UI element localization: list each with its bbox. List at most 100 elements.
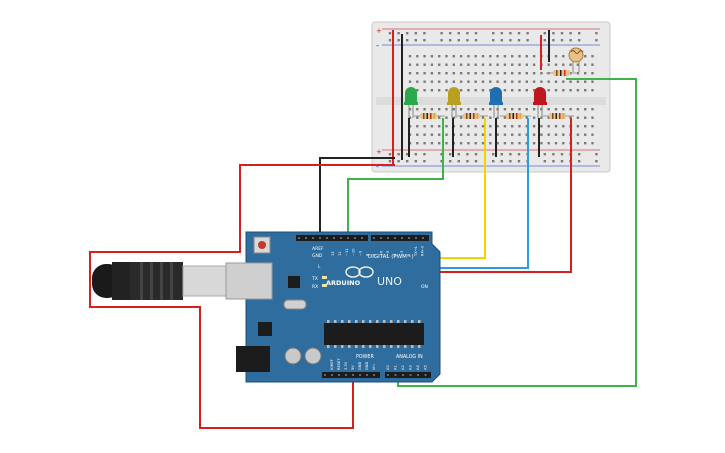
hole: [562, 108, 565, 111]
rail-hole: [500, 153, 503, 156]
hole: [569, 89, 572, 92]
pin-label: 4: [393, 253, 397, 256]
rail-hole: [440, 39, 443, 42]
pin-label: TX→1: [414, 246, 418, 257]
hole: [474, 63, 477, 66]
digital-header-right[interactable]: [371, 235, 429, 241]
analog-header[interactable]: [385, 372, 431, 378]
hole: [489, 72, 492, 75]
hole: [525, 116, 528, 119]
terminal-holes: [408, 55, 594, 145]
rail-hole: [569, 32, 572, 35]
hole: [467, 142, 470, 145]
hole: [430, 72, 434, 75]
hole: [591, 55, 594, 58]
hole: [540, 72, 543, 75]
hole: [576, 108, 580, 111]
hole: [445, 63, 448, 66]
pin-label: 3.3V: [344, 361, 348, 370]
rail-hole: [595, 160, 598, 163]
hole: [518, 63, 521, 66]
rail-hole: [397, 153, 400, 156]
wire-ground[interactable]: [319, 157, 395, 236]
rail-hole: [552, 32, 555, 35]
rail-hole: [560, 32, 564, 35]
hole: [445, 89, 448, 92]
pin-label: A4: [416, 365, 420, 370]
power-header[interactable]: [322, 372, 380, 378]
photoresistor[interactable]: [568, 47, 584, 72]
hole: [423, 108, 426, 111]
rail-hole: [406, 160, 409, 163]
usb-jack: [225, 262, 273, 300]
resistor-3[interactable]: [500, 113, 531, 119]
hole: [562, 55, 565, 58]
hole: [496, 72, 499, 75]
usb-cable[interactable]: [92, 262, 228, 300]
rail-hole: [517, 39, 521, 42]
rail-hole: [440, 32, 443, 35]
pin-label: A5: [424, 365, 428, 370]
hole: [554, 142, 558, 145]
rail-hole: [517, 153, 521, 156]
hole: [532, 125, 536, 128]
rail-hole: [509, 160, 512, 163]
hole: [547, 80, 550, 83]
hole: [540, 116, 543, 119]
pin-label: Vin: [372, 364, 376, 370]
rail-hole: [474, 153, 478, 156]
hole: [547, 133, 550, 136]
hole: [591, 142, 594, 145]
hole: [547, 108, 550, 111]
led-blue[interactable]: [489, 87, 503, 118]
hole: [423, 80, 426, 83]
led-green[interactable]: [404, 87, 418, 118]
hole: [481, 89, 485, 92]
power-jack: [236, 346, 270, 372]
hole: [416, 55, 419, 58]
hole: [547, 142, 550, 145]
resistor-2[interactable]: [457, 113, 488, 119]
hole: [452, 108, 455, 111]
rail-hole: [466, 39, 469, 42]
hole: [489, 63, 492, 66]
led-red[interactable]: [533, 87, 547, 118]
hole: [525, 89, 528, 92]
analog-label: ANALOG IN: [396, 354, 423, 360]
rail-hole: [509, 39, 512, 42]
hole: [584, 116, 587, 119]
pin-label: IOREF: [330, 359, 334, 370]
rail-hole: [474, 39, 478, 42]
hole: [503, 89, 507, 92]
hole: [452, 63, 455, 66]
pin-label: ~3: [400, 251, 404, 256]
model-label: UNO: [377, 275, 402, 288]
rail-hole: [517, 160, 521, 163]
pin-label: RESET: [337, 358, 341, 370]
led-yellow[interactable]: [447, 87, 461, 118]
arduino-uno-board[interactable]: DIGITAL (PWM~) AREF GND ARDUINO UNO POWE…: [225, 231, 441, 383]
hole: [445, 80, 448, 83]
hole: [584, 133, 587, 136]
hole: [511, 142, 514, 145]
rail-hole: [423, 153, 426, 156]
resistor-4[interactable]: [543, 113, 574, 119]
hole: [547, 63, 550, 66]
ldr-resistor[interactable]: [546, 70, 576, 76]
hole: [489, 89, 492, 92]
rail-hole: [552, 39, 555, 42]
wire-power-5v[interactable]: [89, 164, 395, 429]
rx-led: [322, 284, 327, 287]
usb-connector: [182, 265, 228, 297]
resistor-1[interactable]: [414, 113, 445, 119]
wire-green-led[interactable]: [347, 118, 444, 236]
digital-header-left[interactable]: [296, 235, 368, 241]
rail-hole: [560, 153, 564, 156]
hole: [540, 133, 543, 136]
hole: [496, 80, 499, 83]
hole: [438, 125, 441, 128]
rail-hole: [414, 32, 417, 35]
hole: [445, 133, 448, 136]
hole: [569, 80, 572, 83]
